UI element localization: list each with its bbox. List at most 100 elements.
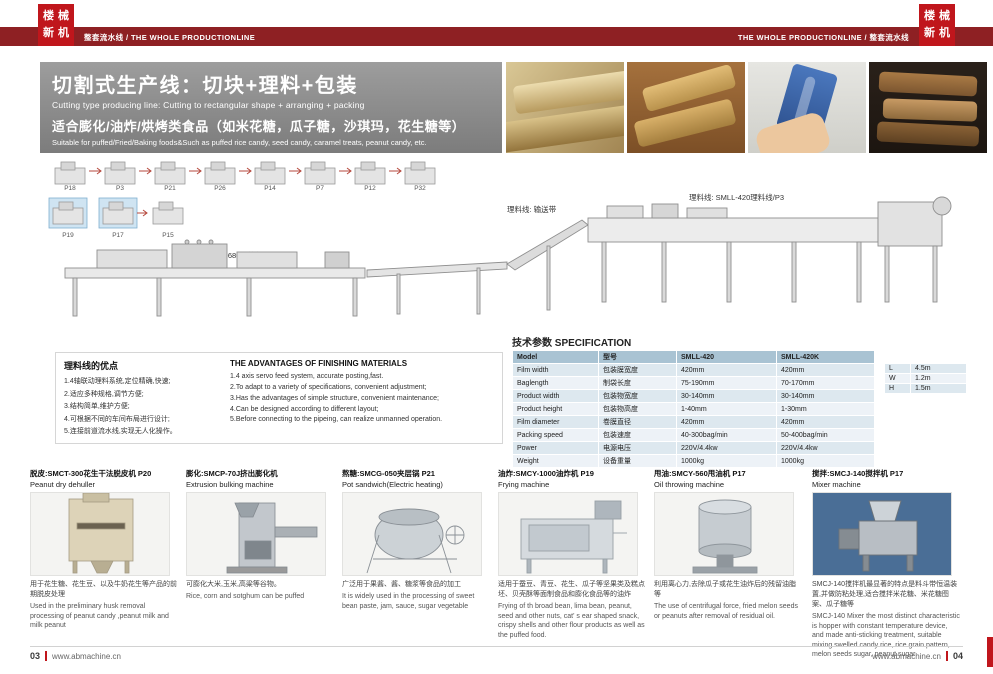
flow-arrows bbox=[89, 167, 402, 175]
spec-cell: 1-40mm bbox=[676, 402, 777, 416]
spec-cell: Product height bbox=[512, 402, 599, 416]
spec-cell: Product width bbox=[512, 389, 599, 403]
dim-cell: W bbox=[884, 373, 911, 384]
product-title-en: Mixer machine bbox=[812, 480, 861, 489]
product-desc-cn: 广泛用于果酱、酱、糖浆等食品的加工 bbox=[342, 581, 461, 588]
spec-row: Weight 设备重量 1000kg 1000kg bbox=[512, 454, 875, 468]
spec-row: Product width 包装物宽度 30-140mm 30-140mm bbox=[512, 389, 875, 403]
product-title-en: Pot sandwich(Electric heating) bbox=[342, 480, 443, 489]
advantages-title-cn: 理料线的优点 bbox=[64, 361, 119, 371]
page-edge-accent bbox=[987, 637, 993, 667]
stamp-char: 机 bbox=[58, 27, 69, 39]
spec-cell: 30-140mm bbox=[776, 389, 875, 403]
advantage-item-en: 2.To adapt to a variety of specification… bbox=[230, 383, 427, 391]
thumb-label: P17 bbox=[112, 232, 124, 239]
cutting-machine-label: 切块:SMCF-680切块机/P14 bbox=[187, 250, 278, 260]
thumb-label: P3 bbox=[116, 185, 124, 192]
advantage-item-cn: 4.可根据不同的车间布局进行设计; bbox=[64, 415, 170, 423]
product-title-cn: 搅拌:SMCJ-140搅拌机 P17 bbox=[812, 469, 904, 478]
spec-cell: 卷膜直径 bbox=[598, 415, 677, 429]
advantage-item-cn: 2.适应多种规格,调节方便; bbox=[64, 390, 144, 398]
spec-cell: Packing speed bbox=[512, 428, 599, 442]
advantage-item-en: 5.Before connecting to the pipeing, can … bbox=[230, 416, 443, 424]
product-desc-en: The use of centrifugal force, fried melo… bbox=[654, 603, 798, 620]
production-line-diagram: P18 P3 P21 P26 P14 P7 P12 P32 P19 P17 P1… bbox=[48, 161, 952, 317]
dim-row: L 4.5m bbox=[884, 363, 967, 374]
advantages-en: THE ADVANTAGES OF FINISHING MATERIALS 1.… bbox=[230, 359, 494, 437]
stamp-char: 新 bbox=[924, 27, 935, 39]
advantages-cn: 理料线的优点 1.4轴联动理料系统,定位精确,快速; 2.适应多种规格,调节方便… bbox=[64, 359, 214, 437]
spec-row: Film diameter 卷膜直径 420mm 420mm bbox=[512, 415, 875, 429]
product-title-en: Oil throwing machine bbox=[654, 480, 725, 489]
spec-cell: 1000kg bbox=[676, 454, 777, 468]
dim-row: H 1.5m bbox=[884, 383, 967, 394]
stamp-char: 楼 bbox=[43, 10, 54, 22]
spec-cell: 制袋长度 bbox=[598, 376, 677, 390]
stamp-char: 械 bbox=[58, 10, 69, 22]
spec-cell: SMLL-420K bbox=[776, 350, 875, 364]
spec-cell: 420mm bbox=[776, 415, 875, 429]
brand-stamp-right: 楼 械 新 机 bbox=[919, 4, 955, 46]
food-photo-bars-on-wood bbox=[627, 62, 745, 153]
spec-cell: Weight bbox=[512, 454, 599, 468]
food-photo-cereal-bar bbox=[506, 62, 624, 153]
header-right-text: THE WHOLE PRODUCTIONLINE / 整套流水线 bbox=[737, 33, 909, 42]
dim-cell: 1.2m bbox=[910, 373, 967, 384]
spec-cell: 220V/4.4kw bbox=[776, 441, 875, 455]
spec-cell: Baglength bbox=[512, 376, 599, 390]
product-title-cn: 膨化:SMCP-70J挤出膨化机 bbox=[186, 469, 278, 478]
stamp-char: 械 bbox=[939, 10, 950, 22]
packing-line-drawing bbox=[587, 196, 952, 303]
spec-cell: 75-190mm bbox=[676, 376, 777, 390]
spec-row: Packing speed 包装速度 40-300bag/min 50-400b… bbox=[512, 428, 875, 442]
spec-cell: 包装膜宽度 bbox=[598, 363, 677, 377]
footer-accent-tick bbox=[45, 651, 48, 661]
advantage-item-en: 1.4 axis servo feed system, accurate pos… bbox=[230, 373, 384, 380]
product-desc-cn: SMCJ-140搅拌机最显著的特点是料斗带恒温装置,并做防粘处理,适合搅拌米花糖… bbox=[812, 581, 958, 609]
thumb-label: P32 bbox=[414, 185, 426, 192]
food-photo-packaged-bar-hand bbox=[748, 62, 866, 153]
conveyor-drawing bbox=[366, 219, 589, 315]
spec-cell: 30-140mm bbox=[676, 389, 777, 403]
title-panel: 切割式生产线：切块+理料+包装 Cutting type producing l… bbox=[40, 62, 502, 153]
extruder-machine-photo bbox=[186, 492, 326, 576]
spec-cell: SMLL-420 bbox=[676, 350, 777, 364]
spec-row: Power 电源电压 220V/4.4kw 220V/4.4kw bbox=[512, 441, 875, 455]
stamp-char: 楼 bbox=[924, 10, 935, 22]
website-link-right[interactable]: www.abmachine.cn bbox=[872, 651, 941, 661]
thumb-label: P12 bbox=[364, 185, 376, 192]
dehuller-machine-photo bbox=[30, 492, 170, 576]
frying-machine-photo bbox=[498, 492, 638, 576]
thumb-label: P26 bbox=[214, 185, 226, 192]
spec-cell: 70-170mm bbox=[776, 376, 875, 390]
page-subtitle-en: Suitable for puffed/Fried/Baking foods&S… bbox=[52, 138, 427, 147]
machine-dimensions-table: L 4.5m W 1.2m H 1.5m bbox=[884, 363, 967, 394]
thumb-label: P21 bbox=[164, 185, 176, 192]
thumb-label: P7 bbox=[316, 185, 324, 192]
flow-thumbnails-row1 bbox=[54, 161, 436, 185]
stamp-char: 机 bbox=[939, 27, 950, 39]
spec-cell: 1000kg bbox=[776, 454, 875, 468]
dim-row: W 1.2m bbox=[884, 373, 967, 384]
footer-right: www.abmachine.cn 04 bbox=[872, 651, 963, 661]
product-card-mixer: 搅拌:SMCJ-140搅拌机 P17 Mixer machine SMCJ-14… bbox=[812, 468, 960, 660]
spec-cell: 420mm bbox=[676, 363, 777, 377]
spec-cell: 包装速度 bbox=[598, 428, 677, 442]
advantage-item-cn: 5.连接前道流水线,实现无人化操作。 bbox=[64, 428, 177, 436]
product-card-oil-thrower: 甩油:SMCY-560甩油机 P17 Oil throwing machine … bbox=[654, 468, 802, 621]
spec-cell: Power bbox=[512, 441, 599, 455]
spec-cell: 包装物高度 bbox=[598, 402, 677, 416]
spec-row: Product height 包装物高度 1-40mm 1-30mm bbox=[512, 402, 875, 416]
product-desc-en: Used in the preliminary husk removal pro… bbox=[30, 603, 169, 630]
spec-cell: 电源电压 bbox=[598, 441, 677, 455]
spec-row: Baglength 制袋长度 75-190mm 70-170mm bbox=[512, 376, 875, 390]
flow-thumbnails-row2 bbox=[48, 197, 184, 229]
dim-cell: H bbox=[884, 383, 911, 394]
product-card-fryer: 油炸:SMCY-1000油炸机 P19 Frying machine 适用于蚕豆… bbox=[498, 468, 646, 640]
product-desc-cn: 适用于蚕豆、青豆、花生、瓜子等坚果类及糕点坯、贝壳酥等面制食品和膨化食品等的油炸 bbox=[498, 581, 645, 599]
page-title-cn: 切割式生产线：切块+理料+包装 bbox=[52, 75, 358, 97]
product-desc-en: It is widely used in the processing of s… bbox=[342, 593, 475, 610]
spec-cell: Film diameter bbox=[512, 415, 599, 429]
website-link-left[interactable]: www.abmachine.cn bbox=[52, 651, 121, 661]
